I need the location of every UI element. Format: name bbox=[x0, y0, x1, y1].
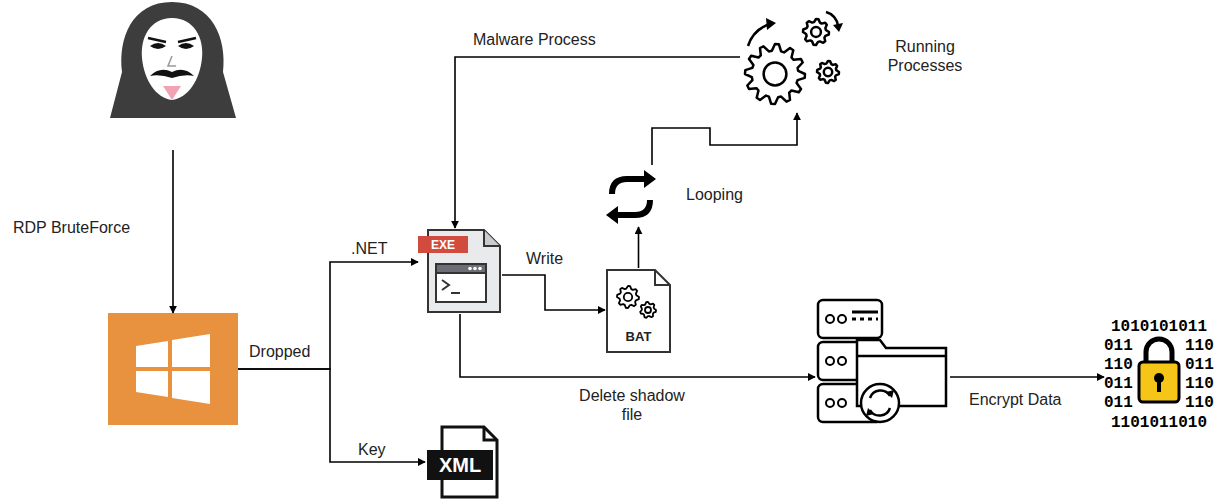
flow-arrow bbox=[238, 262, 418, 369]
edge-label: Encrypt Data bbox=[968, 390, 1062, 409]
node-label: Looping bbox=[686, 185, 743, 204]
gears-icon bbox=[745, 12, 843, 104]
xml-node: XML bbox=[425, 425, 499, 499]
gear-shape bbox=[803, 19, 829, 45]
edge-label: .NET bbox=[350, 239, 388, 258]
node-label: Running Processes bbox=[870, 37, 980, 75]
gear-hub bbox=[824, 68, 832, 76]
gear-shape bbox=[617, 286, 639, 308]
gear-hub bbox=[764, 63, 787, 86]
gear-shape bbox=[745, 44, 805, 104]
windows-host-icon bbox=[108, 313, 238, 425]
flow-arrow bbox=[172, 150, 174, 313]
binary-digits: 110 bbox=[1185, 337, 1214, 355]
flow-arrow bbox=[502, 275, 605, 310]
attacker-node bbox=[110, 0, 236, 150]
flow-arrow bbox=[950, 376, 1104, 378]
gear-hub bbox=[624, 293, 632, 301]
flow-arrow bbox=[238, 369, 425, 462]
binary-digits: 1010101011 bbox=[1104, 318, 1214, 336]
edge-label: Key bbox=[357, 440, 387, 459]
edge-label: RDP BruteForce bbox=[12, 218, 131, 237]
binary-digits: 110 bbox=[1185, 394, 1214, 412]
edge-label: Malware Process bbox=[472, 30, 597, 49]
lock-node: 1010101011011110011011110011110110110101… bbox=[1104, 318, 1214, 432]
gear-shape bbox=[817, 61, 839, 83]
running-processes-node: Running Processes bbox=[740, 5, 840, 113]
flow-arrow bbox=[638, 227, 640, 268]
server-node bbox=[815, 298, 950, 426]
loop-node: Looping bbox=[600, 165, 662, 227]
hacker-icon bbox=[110, 2, 236, 118]
flow-arrow bbox=[652, 113, 797, 165]
binary-digits: 011 bbox=[1185, 356, 1214, 374]
edge-label: Write bbox=[525, 249, 564, 268]
node-label: BAT bbox=[607, 328, 670, 346]
gear-hub bbox=[811, 27, 821, 37]
gear-shape bbox=[640, 302, 656, 318]
edge-label: Delete shadow file bbox=[570, 386, 694, 424]
binary-digits: 1101011010 bbox=[1104, 414, 1214, 432]
node-label: EXE bbox=[418, 237, 468, 254]
node-label: XML bbox=[427, 450, 493, 480]
lock-icon bbox=[1139, 339, 1179, 402]
xml-file-icon bbox=[427, 427, 497, 497]
binary-digits: 110 bbox=[1185, 375, 1214, 393]
exe-node: EXE bbox=[418, 228, 502, 314]
binary-digits: 011 bbox=[1104, 375, 1133, 393]
gear-hub bbox=[645, 307, 651, 313]
exe-file-icon bbox=[418, 230, 500, 312]
server-icon bbox=[818, 300, 946, 422]
binary-digits: 011 bbox=[1104, 337, 1133, 355]
flow-arrow bbox=[460, 314, 815, 377]
binary-digits: 011 bbox=[1104, 394, 1133, 412]
loop-icon bbox=[606, 170, 656, 224]
bat-node: BAT bbox=[605, 268, 672, 354]
bat-file-icon bbox=[607, 270, 670, 352]
windows-host-node bbox=[108, 313, 238, 425]
annotation-label: Dropped bbox=[248, 342, 311, 361]
binary-digits: 110 bbox=[1104, 356, 1133, 374]
